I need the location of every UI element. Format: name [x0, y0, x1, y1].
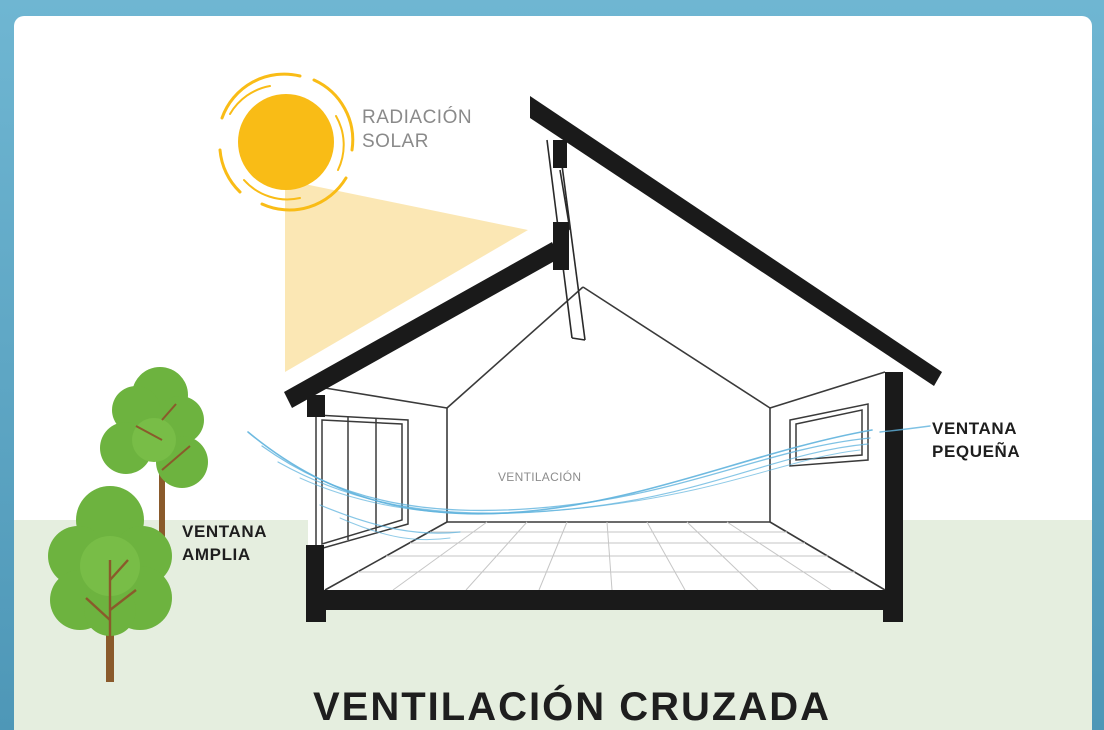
solar-radiation-label: RADIACIÓN — [362, 106, 472, 128]
house-cross-section — [284, 96, 942, 622]
small-window-label: VENTANA — [932, 419, 1017, 438]
tree-front — [48, 486, 172, 682]
tree-icon — [48, 367, 208, 682]
solar-radiation-label-line2: SOLAR — [362, 131, 429, 152]
ventilation-label: VENTILACIÓN — [498, 469, 581, 484]
small-window-label-line2: PEQUEÑA — [932, 441, 1020, 461]
sun-beam — [285, 180, 528, 372]
wide-window-label-line2: AMPLIA — [182, 545, 251, 564]
wide-window-label: VENTANA — [182, 522, 267, 541]
airflow-lines — [247, 425, 931, 541]
tree-back — [100, 367, 208, 552]
diagram-title: VENTILACIÓN CRUZADA — [313, 683, 831, 729]
sun-icon — [218, 72, 355, 212]
wide-window — [315, 414, 409, 551]
